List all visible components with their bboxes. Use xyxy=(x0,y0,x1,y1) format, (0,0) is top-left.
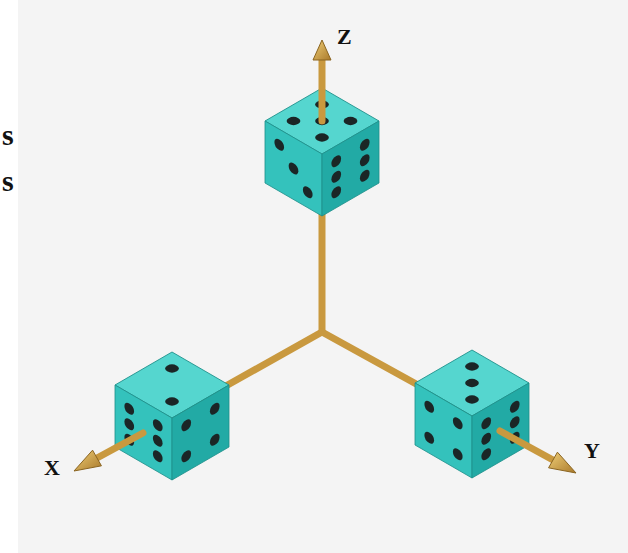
die-pip xyxy=(360,168,370,184)
axis-rod xyxy=(500,431,553,460)
axis-label: Y xyxy=(584,440,600,462)
die-face xyxy=(172,385,229,480)
die-pip xyxy=(462,394,481,405)
die-pip xyxy=(462,377,481,388)
die-face-fill xyxy=(265,121,322,216)
die-face-fill xyxy=(415,350,529,416)
axis-rod xyxy=(97,433,143,458)
die-pip xyxy=(274,137,284,153)
axis-label: Z xyxy=(337,26,352,48)
die-pip xyxy=(162,363,181,374)
die-face xyxy=(322,121,379,216)
die-pip xyxy=(153,417,163,433)
die-pip xyxy=(153,448,163,464)
die-pip xyxy=(210,432,220,448)
die-pip xyxy=(360,137,370,153)
die-face xyxy=(415,383,472,478)
axis-arrowhead xyxy=(549,452,576,473)
die-pip xyxy=(284,115,303,126)
die-pip xyxy=(124,416,134,432)
die-pip xyxy=(510,414,520,430)
die-pip xyxy=(162,396,181,407)
die-face xyxy=(415,350,529,416)
die-pip xyxy=(481,415,491,431)
die-pip xyxy=(331,169,341,185)
die-pip xyxy=(481,446,491,462)
die-face-fill xyxy=(415,383,472,478)
die-pip xyxy=(453,415,463,431)
die-pip xyxy=(510,399,520,415)
die-pip xyxy=(331,153,341,169)
die-face xyxy=(115,352,229,418)
axis-arrowhead xyxy=(74,450,101,471)
die-pip xyxy=(303,184,313,200)
die-face-fill xyxy=(172,385,229,480)
text-fragment: s xyxy=(2,120,14,150)
die-pip xyxy=(312,132,331,143)
die-pip xyxy=(289,160,299,176)
axis-rod xyxy=(319,200,326,332)
die-face xyxy=(265,121,322,216)
die-face-fill xyxy=(115,352,229,418)
die-pip xyxy=(424,430,434,446)
die-pip xyxy=(153,433,163,449)
axis-rod xyxy=(319,60,326,121)
die-pip xyxy=(462,361,481,372)
die-pip xyxy=(181,448,191,464)
die-pip xyxy=(481,431,491,447)
die-pip xyxy=(181,417,191,433)
text-fragment: s xyxy=(2,166,14,196)
background-panel xyxy=(18,0,628,553)
die-face-fill xyxy=(322,121,379,216)
die-pip xyxy=(341,115,360,126)
die-pip xyxy=(331,184,341,200)
die-pip xyxy=(210,401,220,417)
die-pip xyxy=(360,152,370,168)
die-pip xyxy=(124,401,134,417)
die-pip xyxy=(424,399,434,415)
die-pip xyxy=(453,446,463,462)
axis-arrowhead xyxy=(313,40,331,60)
axis-label: X xyxy=(44,457,60,479)
